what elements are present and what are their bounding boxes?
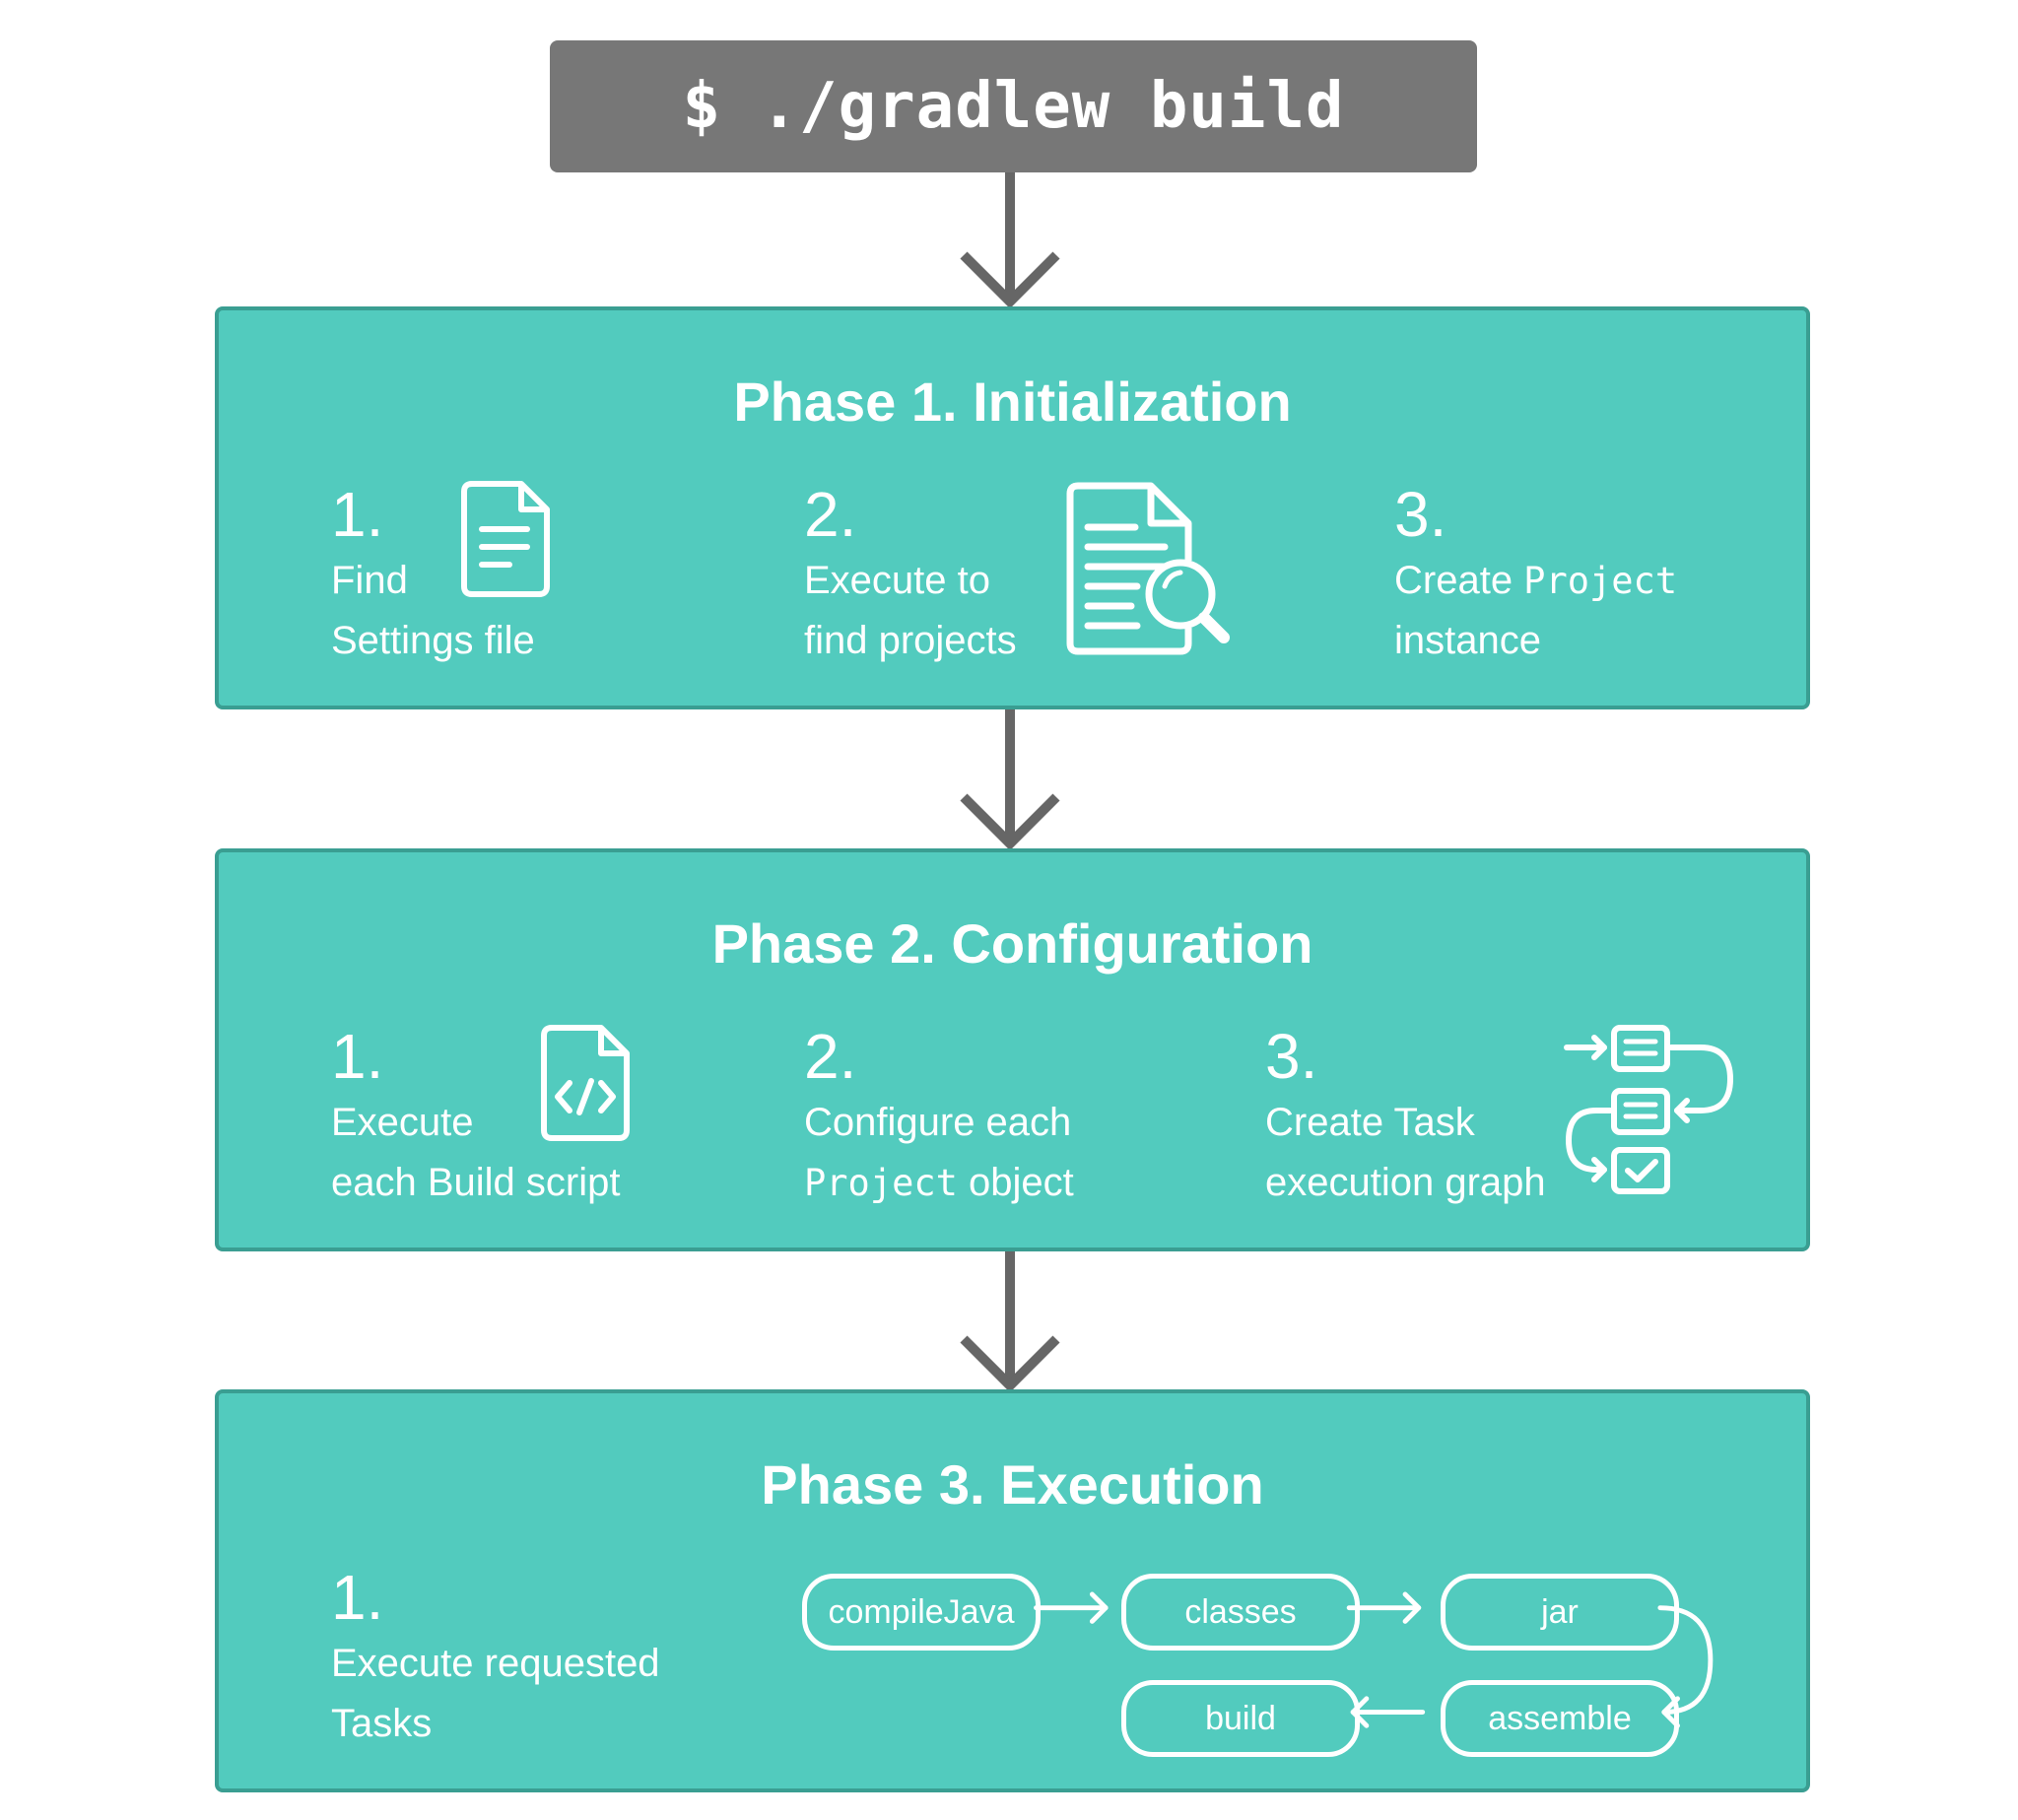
code-project: Project [1523,560,1678,602]
step-text-line1: Execute to [804,559,991,602]
step-number: 1. [331,479,384,550]
code-project: Project [804,1162,958,1204]
step-number: 2. [804,479,857,550]
step-text-line2: each Build script [331,1161,621,1204]
phase-initialization-panel: Phase 1. Initialization 1. Find Settings… [215,306,1810,709]
arrow-down-1 [960,172,1060,309]
task-node-compilejava: compileJava [802,1574,1041,1651]
task-node-assemble: assemble [1441,1680,1679,1757]
code-file-icon [541,1025,630,1141]
step-text-plain: Create [1394,559,1524,602]
task-node-classes: classes [1121,1574,1360,1651]
step-number: 3. [1394,479,1447,550]
step-text-line2: Settings file [331,619,535,662]
task-graph-icon [1564,1025,1734,1194]
step-text-line2: Project object [804,1153,1074,1213]
task-node-build: build [1121,1680,1360,1757]
arrow-down-2 [960,709,1060,851]
step-text-line2: execution graph [1265,1161,1546,1204]
step-text-line1: Create Project [1394,551,1677,611]
step-execute-tasks: 1. Execute requested Tasks [331,1561,660,1754]
document-icon [461,481,550,597]
step-create-project-instance: 3. Create Project instance [1394,478,1677,671]
step-configure-projects: 2. Configure each Project object [804,1020,1074,1213]
step-create-task-graph: 3. Create Task execution graph [1265,1020,1546,1213]
step-text-line1: Configure each [804,1101,1072,1144]
task-flow-arrows [1034,1591,1714,1728]
document-search-icon [1066,482,1230,655]
phase-title: Phase 3. Execution [761,1453,1264,1516]
step-number: 1. [331,1562,384,1633]
step-text-line2: Tasks [331,1702,433,1745]
arrow-down-3 [960,1251,1060,1393]
step-text-line1: Create Task [1265,1101,1475,1144]
phase-configuration-panel: Phase 2. Configuration 1. Execute each B… [215,848,1810,1251]
step-find-settings: 1. Find Settings file [331,478,535,671]
step-text-line2: find projects [804,619,1017,662]
step-execute-find-projects: 2. Execute to find projects [804,478,1017,671]
command-bar: $ ./gradlew build [550,40,1477,172]
phase-title: Phase 2. Configuration [711,912,1313,975]
step-text-plain: object [957,1161,1074,1204]
step-number: 1. [331,1021,384,1092]
step-number: 3. [1265,1021,1318,1092]
phase-title: Phase 1. Initialization [733,371,1292,433]
step-text-line1: Execute requested [331,1642,660,1685]
step-text-line1: Execute [331,1101,474,1144]
step-execute-build-scripts: 1. Execute each Build script [331,1020,620,1213]
step-text-line1: Find [331,559,408,602]
step-text-line2: instance [1394,619,1541,662]
task-node-jar: jar [1441,1574,1679,1651]
step-number: 2. [804,1021,857,1092]
phase-execution-panel: Phase 3. Execution 1. Execute requested … [215,1389,1810,1792]
